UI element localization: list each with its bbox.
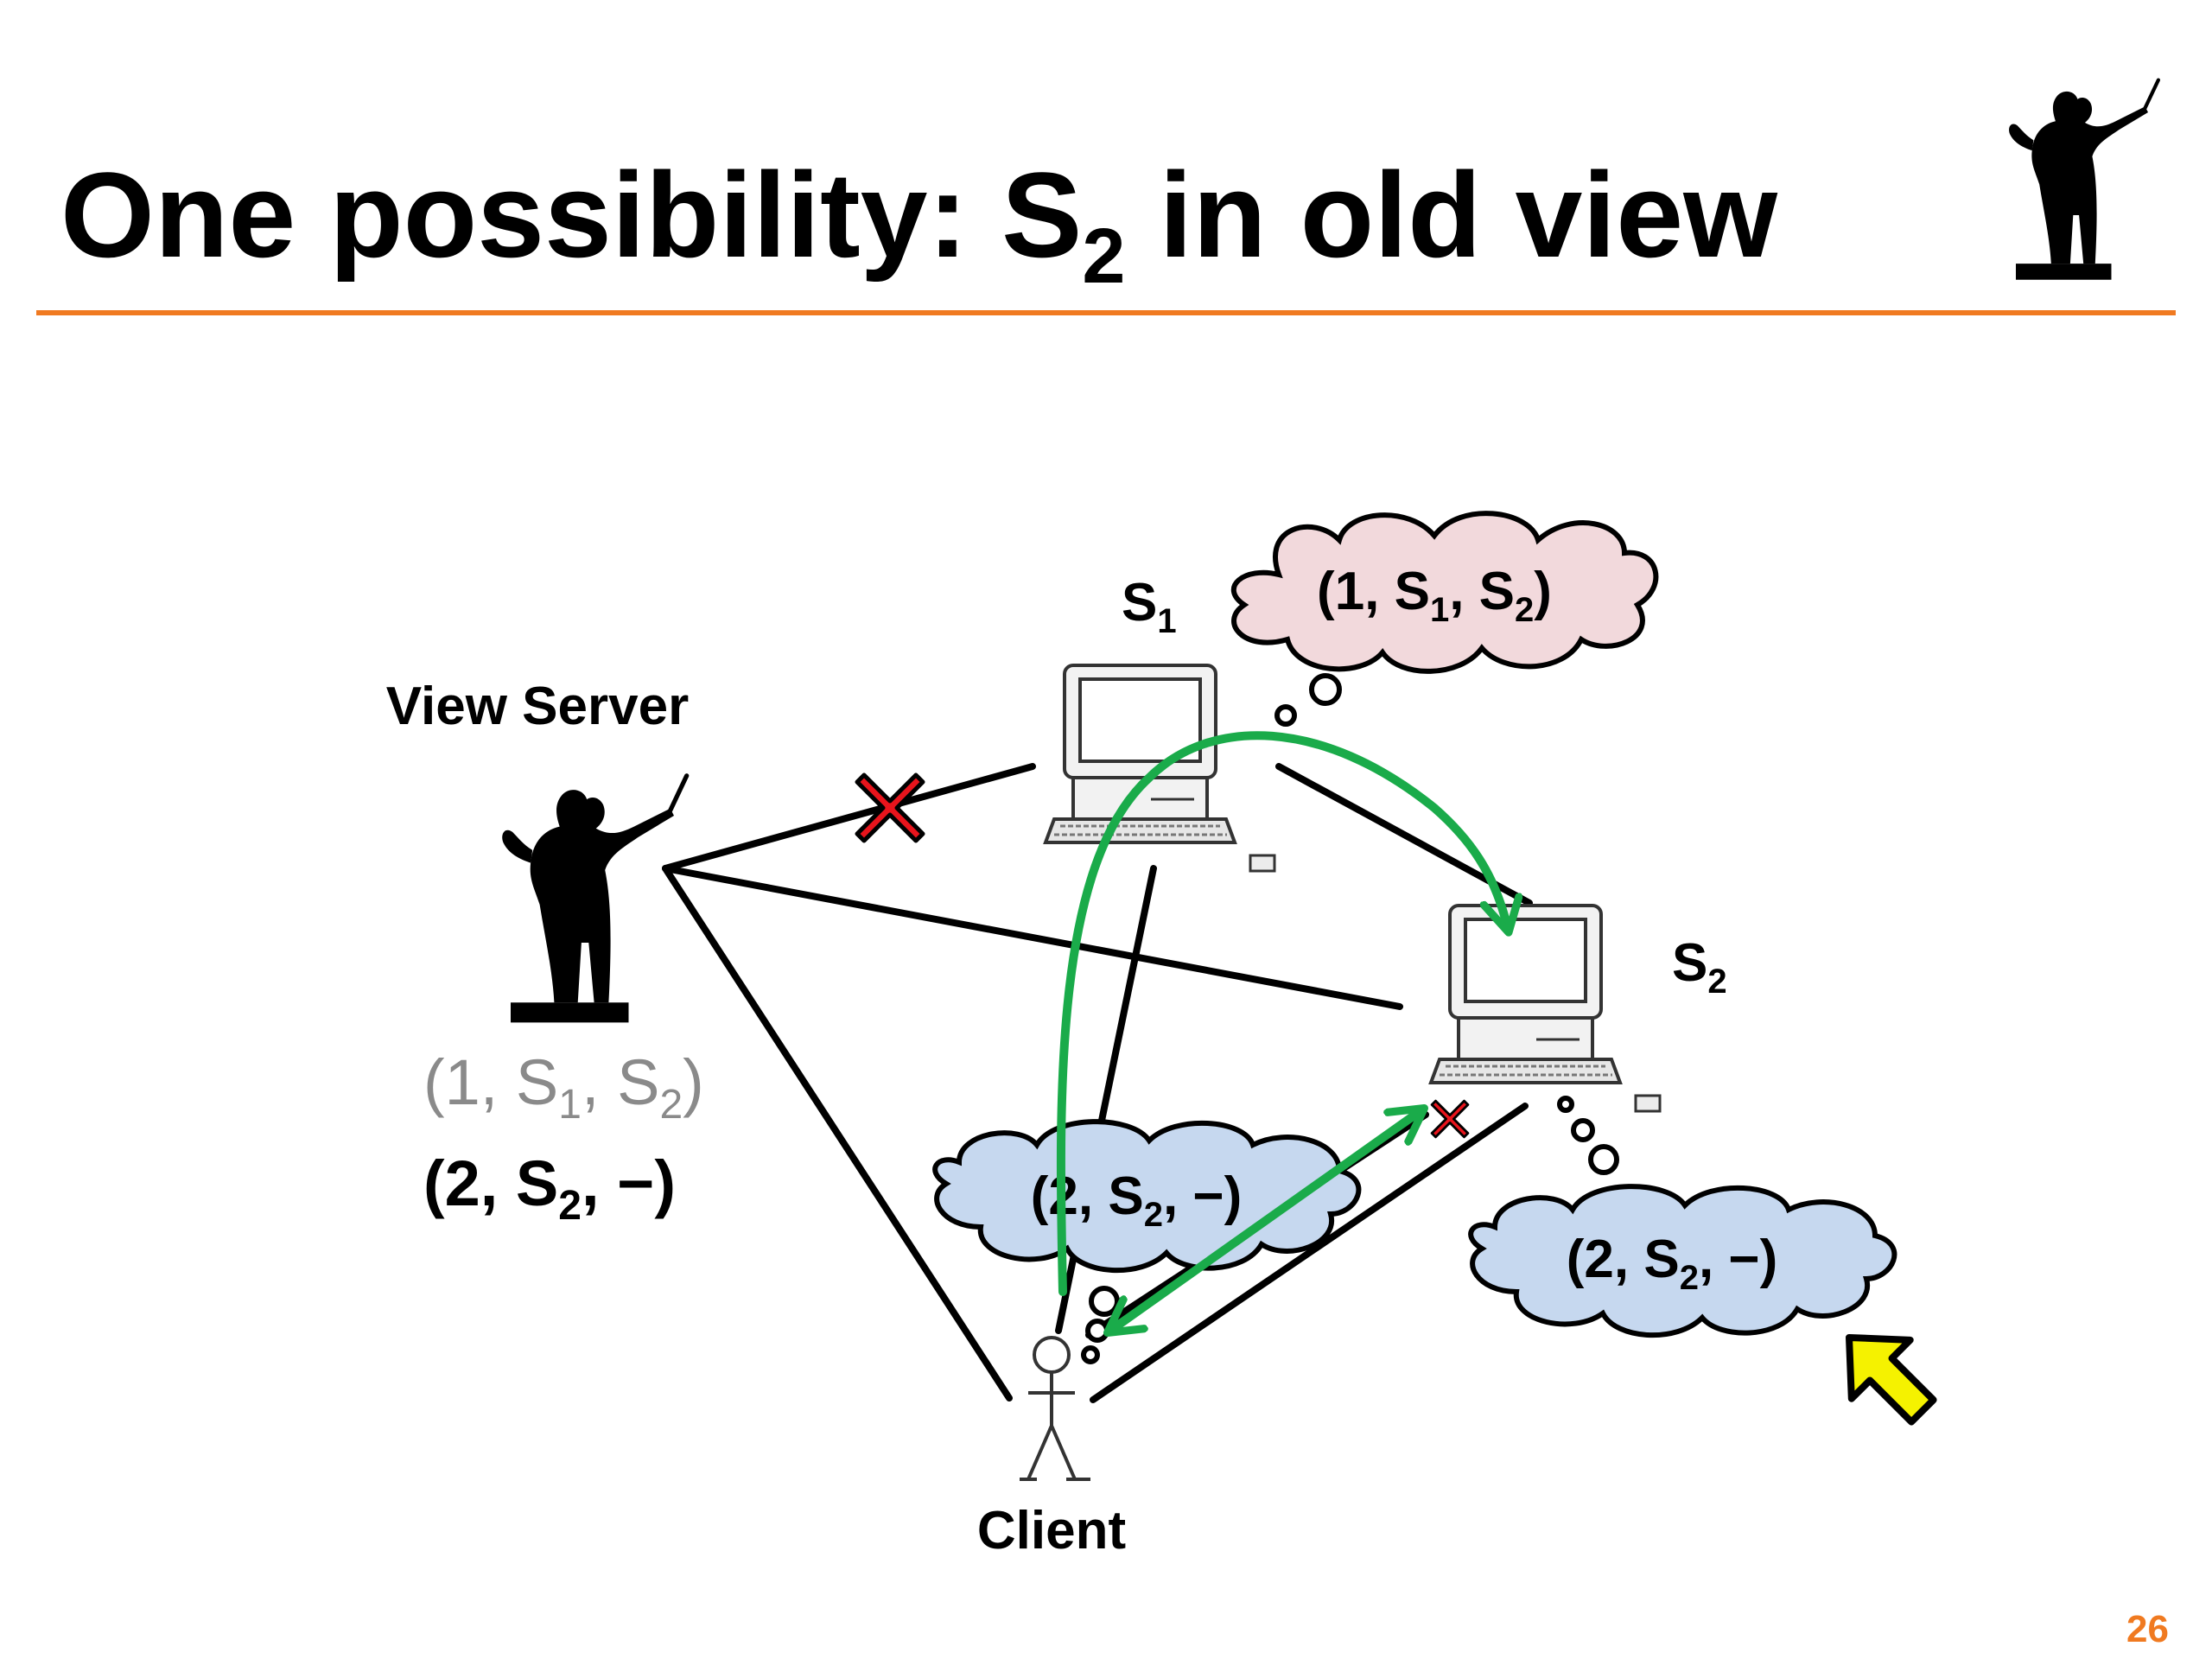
message-arrows (1056, 731, 1508, 1331)
dropped-message-cross-icon (1430, 1099, 1470, 1139)
s2-thought-text: (2, S2, −) (1567, 1230, 1778, 1297)
title-subscript: 2 (1082, 213, 1125, 300)
s1-thought-text: (1, S1, S2) (1317, 562, 1552, 629)
client-label: Client (977, 1501, 1126, 1560)
client-person-icon (1020, 1336, 1090, 1481)
link-viewserver-client (662, 865, 1013, 1402)
conductor-logo-icon (2009, 80, 2158, 280)
view-server-label: View Server (386, 677, 689, 736)
view-server-new-view: (2, S2, −) (423, 1147, 676, 1229)
s2-thought-cloud: (2, S2, −) (1468, 1184, 1897, 1338)
link-viewserver-s2 (662, 865, 1403, 1010)
view-server-old-view: (1, S1, S2) (423, 1046, 704, 1128)
s2-computer-icon (1429, 904, 1662, 1113)
view-server-conductor-icon (502, 776, 686, 1023)
arrow-client-to-s1-to-s2 (1056, 731, 1508, 1296)
title-rest: in old view (1125, 147, 1778, 283)
arrow-client-s2-exchange (1110, 1110, 1421, 1331)
s2-label: S2 (1672, 933, 1727, 1001)
s1-label: S1 (1122, 573, 1177, 640)
page-number: 26 (2126, 1608, 2169, 1650)
s1-thought-dots (1274, 673, 1342, 727)
failed-link-cross-icon (857, 775, 923, 841)
title-main: One possibility: S (60, 147, 1082, 283)
s2-thought-dots (1557, 1096, 1619, 1175)
s1-thought-cloud: (1, S1, S2) (1230, 511, 1659, 674)
pointer-arrow-icon (1846, 1334, 1937, 1426)
link-viewserver-s1 (662, 763, 1036, 872)
slide-title: One possibility: S2 in old view (60, 147, 1778, 300)
